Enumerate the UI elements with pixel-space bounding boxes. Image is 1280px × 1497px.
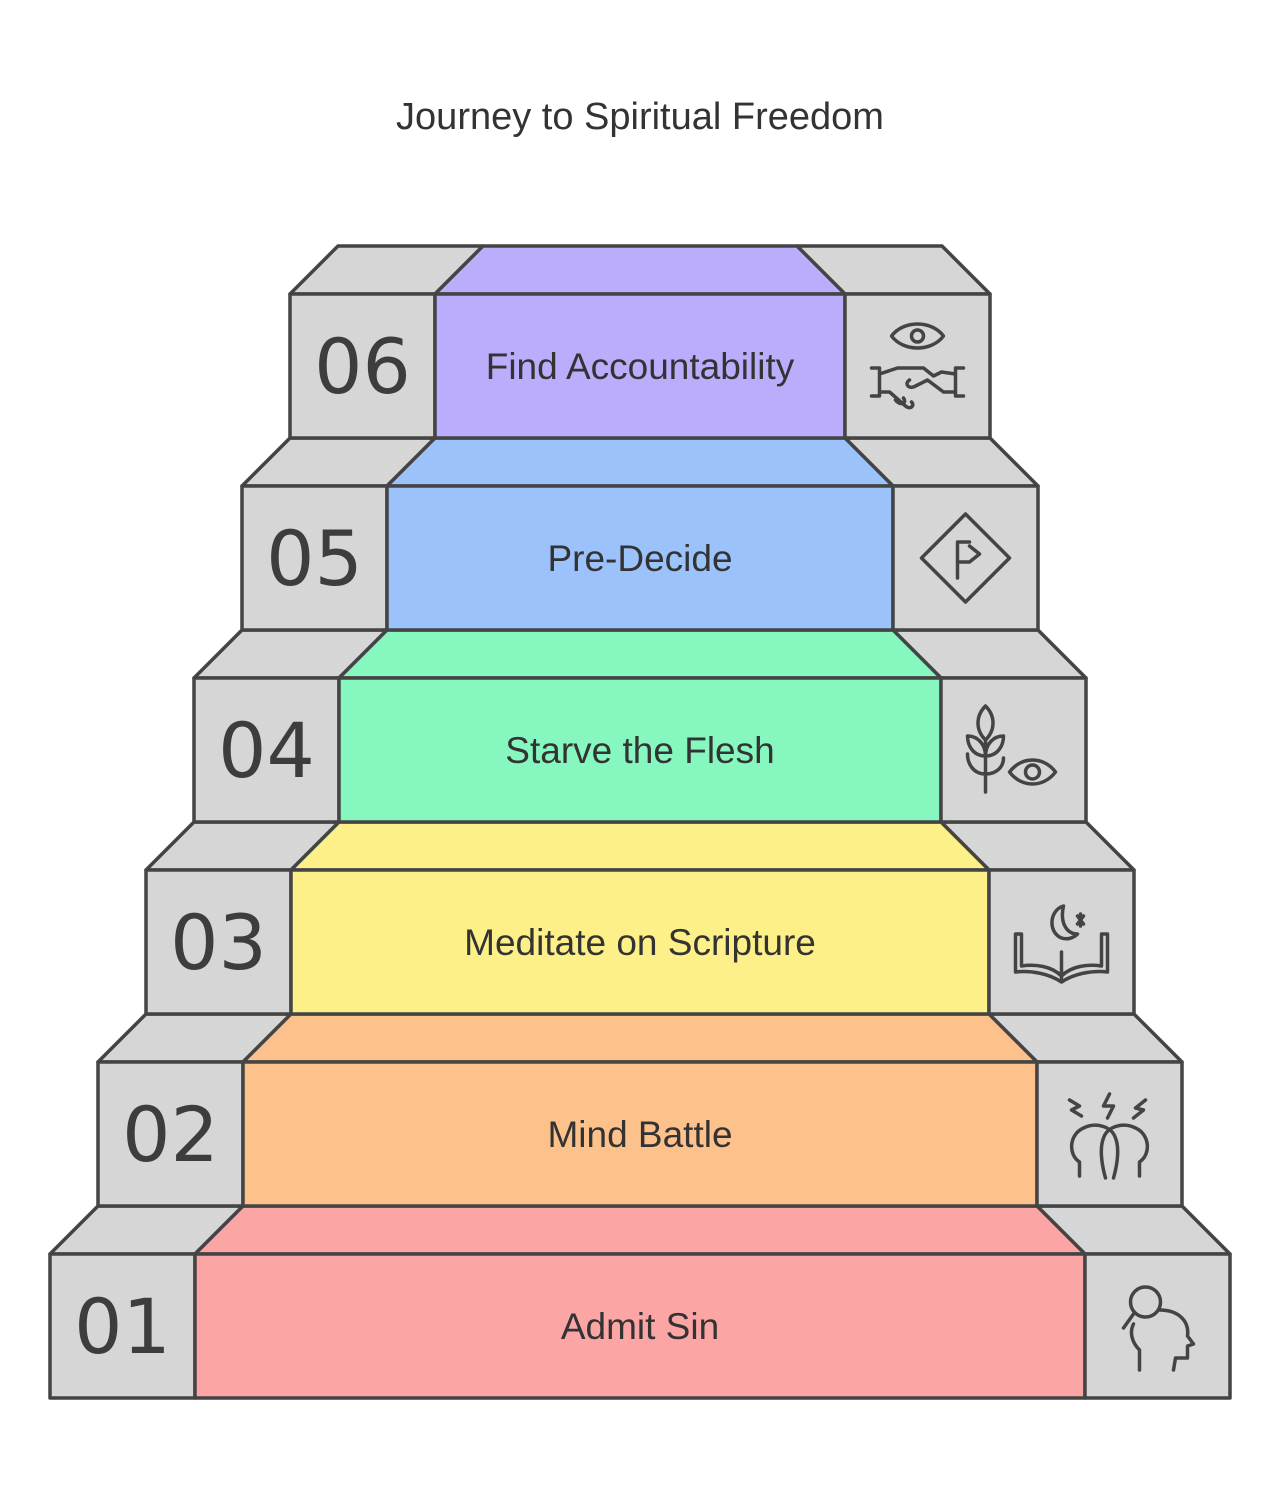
icon-block [1083, 1252, 1232, 1400]
step-front-face [385, 484, 895, 632]
step-number: 06 [314, 322, 411, 411]
head-profile-shape [1129, 1308, 1196, 1372]
icon-block [1035, 1060, 1184, 1208]
step-05: 05 Pre-Decide [240, 436, 1040, 632]
star-shape [1075, 912, 1086, 928]
step-04: 04 Starve the Flesh [192, 628, 1088, 824]
icon-block [987, 868, 1136, 1016]
eye-pupil-shape [1023, 763, 1042, 781]
step-number: 01 [74, 1282, 171, 1371]
step-label: Find Accountability [486, 346, 795, 387]
number-block [48, 1252, 197, 1400]
handshake-shape [869, 366, 966, 410]
magnifier-handle-shape [1121, 1312, 1136, 1330]
diagram-title: Journey to Spiritual Freedom [396, 96, 884, 138]
step-label: Mind Battle [547, 1114, 732, 1155]
step-top-face [241, 1012, 1039, 1064]
person-reflection-icon [1121, 1285, 1196, 1372]
eye-outline-shape [1007, 758, 1058, 786]
step-number: 04 [218, 706, 315, 795]
icon-block [843, 292, 992, 440]
step-label: Meditate on Scripture [464, 922, 816, 963]
number-block [144, 868, 293, 1016]
plant-eye-icon [965, 704, 1058, 794]
step-top-face [433, 244, 847, 296]
mental-struggle-icon [1067, 1092, 1149, 1180]
step-label: Pre-Decide [547, 538, 732, 579]
step-front-face [433, 292, 847, 440]
step-label: Starve the Flesh [505, 730, 774, 771]
number-block [288, 292, 437, 440]
decision-sign-icon [919, 512, 1012, 604]
step-top-face [289, 820, 991, 872]
open-book-moon-icon [1013, 904, 1110, 984]
step-top-face [337, 628, 943, 680]
person-head-shape [1128, 1285, 1163, 1319]
eye-pupil-shape [909, 328, 926, 344]
number-block [240, 484, 389, 632]
open-book-shape [1013, 932, 1110, 984]
step-02: 02 Mind Battle [96, 1012, 1184, 1208]
diamond-sign-shape [919, 512, 1012, 604]
step-06: 06 Find Accountability [288, 244, 992, 440]
plant-shape [965, 704, 1006, 794]
step-label: Admit Sin [561, 1306, 719, 1347]
step-top-face [385, 436, 895, 488]
fork-arrow-shape [955, 540, 982, 580]
two-heads-shape [1070, 1123, 1149, 1180]
lightning-bolts-shape [1067, 1092, 1148, 1120]
step-front-face [289, 868, 991, 1016]
step-number: 05 [266, 514, 363, 603]
icon-block [939, 676, 1088, 824]
icon-block [891, 484, 1040, 632]
step-01: 01 Admit Sin [48, 1204, 1232, 1400]
step-03: 03 Meditate on Scripture [144, 820, 1136, 1016]
eye-outline-shape [889, 322, 946, 350]
step-front-face [193, 1252, 1087, 1400]
step-number: 03 [170, 898, 267, 987]
step-front-face [241, 1060, 1039, 1208]
crescent-moon-shape [1050, 904, 1080, 941]
step-number: 02 [122, 1090, 219, 1179]
handshake-eye-icon [869, 322, 966, 410]
step-top-face [193, 1204, 1087, 1256]
